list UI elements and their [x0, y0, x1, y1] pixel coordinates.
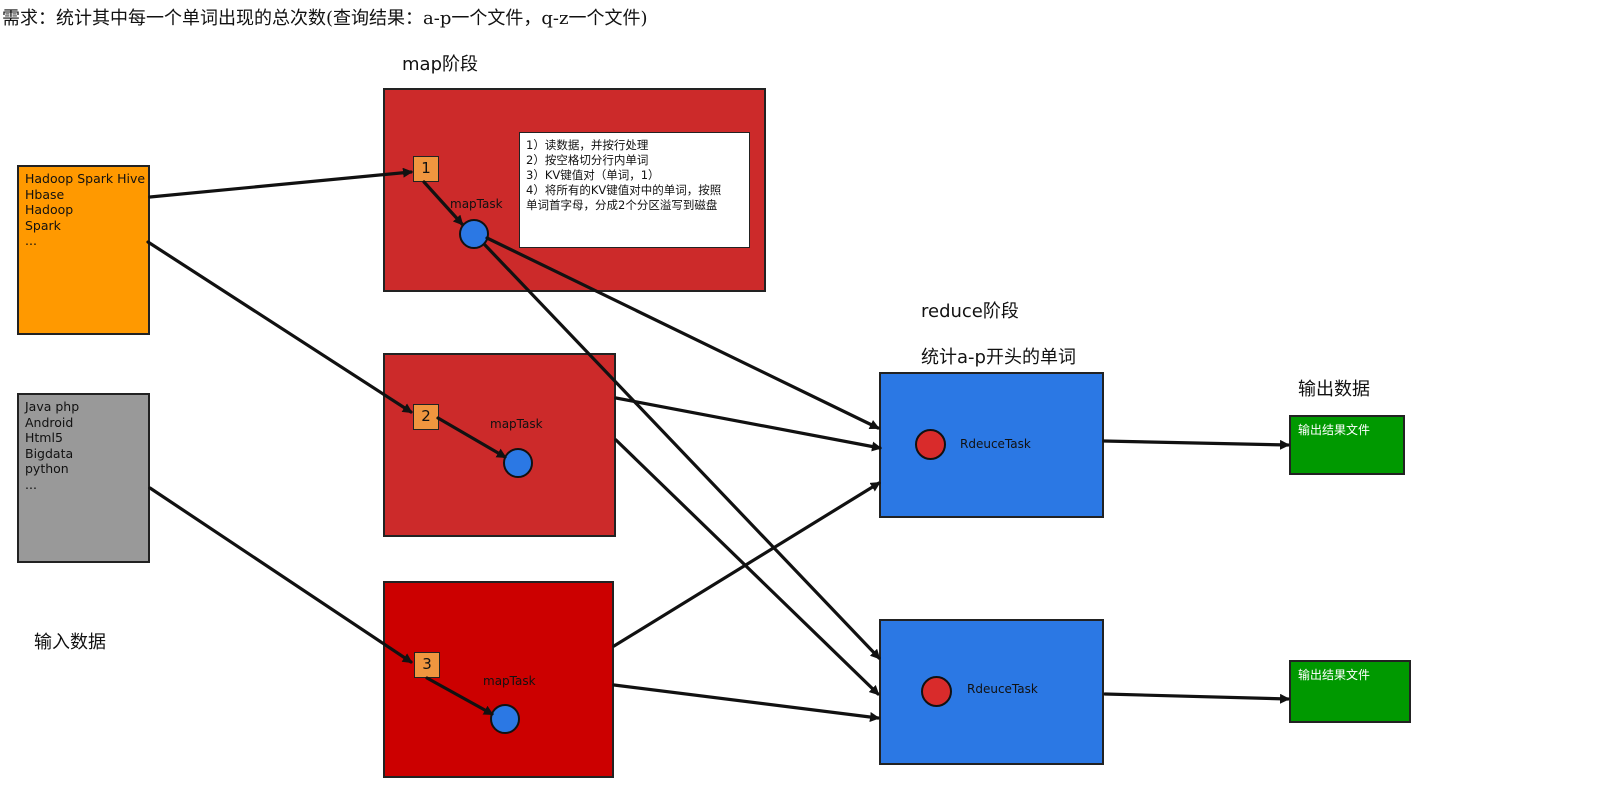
reduce-stage-subtitle: 统计a-p开头的单词 — [921, 347, 1076, 368]
input-2-line: Bigdata — [25, 445, 74, 461]
input-file-2: Java php Android Html5 Bigdata python ..… — [17, 393, 150, 563]
map-task-node-1 — [459, 219, 489, 249]
output-data-title: 输出数据 — [1298, 379, 1370, 400]
map-number-3: 3 — [414, 652, 440, 678]
arrow-map2-to-reduce2 — [614, 438, 880, 696]
reduce-task-box-2 — [879, 619, 1104, 765]
note-line: 单词首字母，分成2个分区溢写到磁盘 — [526, 198, 718, 212]
arrow-map3-to-reduce2 — [612, 683, 880, 722]
reduce-task-node-1 — [915, 429, 946, 460]
note-line: 2）按空格切分行内单词 — [526, 153, 649, 167]
map-stage-title: map阶段 — [402, 54, 478, 75]
output-file-2: 输出结果文件 — [1289, 660, 1411, 723]
arrow-map3-to-reduce1 — [612, 481, 881, 648]
input-data-title: 输入数据 — [34, 632, 106, 653]
map-number-1: 1 — [413, 156, 439, 182]
input-2-line: ... — [25, 476, 37, 492]
reduce-task-label-2: RdeuceTask — [967, 682, 1038, 696]
output-file-1: 输出结果文件 — [1289, 415, 1405, 475]
map-task-box-2 — [383, 353, 616, 537]
note-line: 3）KV键值对（单词，1） — [526, 168, 660, 182]
reduce-stage-title: reduce阶段 — [921, 301, 1019, 322]
arrow-input1-to-map1 — [148, 167, 413, 199]
output-file-1-label: 输出结果文件 — [1298, 423, 1371, 437]
map-task-label-3: mapTask — [483, 674, 536, 688]
map-number-2: 2 — [413, 404, 439, 430]
map-task-label-1: mapTask — [450, 197, 503, 211]
arrow-reduce1-to-output1 — [1102, 439, 1290, 450]
output-file-2-label: 输出结果文件 — [1298, 668, 1371, 682]
input-2-line: Java php — [25, 399, 80, 414]
map-task-node-3 — [490, 704, 520, 734]
input-1-line: ... — [25, 233, 37, 248]
requirement-text: 需求：统计其中每一个单词出现的总次数(查询结果：a-p一个文件，q-z一个文件) — [2, 8, 648, 29]
map-task-label-2: mapTask — [490, 417, 543, 431]
arrow-reduce2-to-output2 — [1103, 692, 1290, 704]
input-2-line: Android — [25, 414, 74, 430]
reduce-task-label-1: RdeuceTask — [960, 437, 1031, 451]
map-task-node-2 — [503, 448, 533, 478]
input-2-line: Html5 — [25, 430, 63, 445]
note-line: 4）将所有的KV键值对中的单词，按照 — [526, 183, 722, 197]
input-1-line: Spark — [25, 217, 61, 233]
input-file-1: Hadoop Spark Hive Hbase Hadoop Spark ... — [17, 165, 150, 335]
input-2-line: python — [25, 461, 69, 476]
arrow-map2-to-reduce1 — [614, 396, 882, 452]
arrow-input2-to-map3 — [148, 486, 413, 664]
input-1-line: Hbase — [25, 186, 65, 202]
input-1-line: Hadoop — [25, 202, 74, 217]
arrow-input1-to-map2 — [146, 240, 413, 414]
input-1-line: Hadoop Spark Hive — [25, 171, 146, 186]
reduce-task-node-2 — [921, 676, 952, 707]
map-process-note: 1）读数据，并按行处理 2）按空格切分行内单词 3）KV键值对（单词，1） 4）… — [519, 132, 750, 248]
note-line: 1）读数据，并按行处理 — [526, 138, 649, 152]
